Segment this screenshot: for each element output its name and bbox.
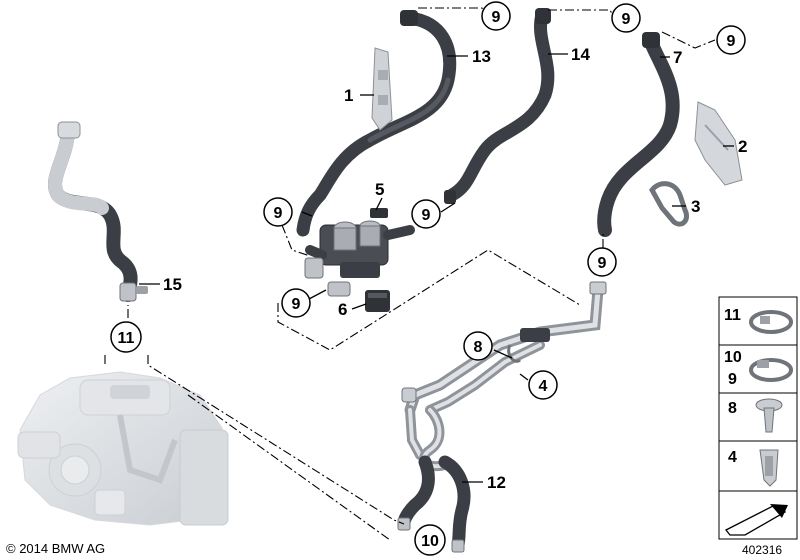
svg-text:9: 9 bbox=[492, 9, 501, 26]
hose-clamp-icon bbox=[749, 310, 793, 334]
svg-text:9: 9 bbox=[598, 255, 607, 272]
label-part-6: 6 bbox=[338, 300, 347, 319]
legend-row-nut-4: 4 bbox=[728, 449, 779, 487]
svg-text:8: 8 bbox=[474, 339, 483, 356]
legend-row-hose-clamp-11: 11 bbox=[724, 307, 793, 334]
hose-part-12 bbox=[397, 455, 471, 553]
callout-11-engine: 11 bbox=[110, 321, 142, 353]
engine-illustration bbox=[17, 371, 229, 526]
reference-lines bbox=[104, 7, 716, 541]
leader-lines bbox=[139, 53, 734, 483]
svg-text:9: 9 bbox=[727, 33, 736, 50]
callout-9-left-valve: 9 bbox=[263, 197, 293, 227]
label-part-3: 3 bbox=[691, 197, 700, 216]
hose-part-14 bbox=[444, 8, 555, 204]
label-part-7: 7 bbox=[673, 48, 682, 67]
svg-text:9: 9 bbox=[728, 371, 737, 388]
label-part-5: 5 bbox=[375, 180, 384, 199]
label-part-12: 12 bbox=[487, 473, 506, 492]
hose-part-13 bbox=[296, 10, 457, 237]
svg-text:10: 10 bbox=[724, 349, 742, 366]
callout-4-pipe: 4 bbox=[528, 370, 558, 400]
bracket-part-2 bbox=[694, 101, 743, 186]
label-part-2: 2 bbox=[738, 137, 747, 156]
svg-text:4: 4 bbox=[539, 378, 548, 395]
callout-9-top-right: 9 bbox=[716, 25, 746, 55]
connector-part-6 bbox=[365, 290, 390, 312]
legend-row-expanding-rivet-8: 8 bbox=[728, 398, 783, 433]
callout-9-top-middle: 9 bbox=[611, 3, 641, 33]
spring-clamp-icon bbox=[749, 358, 793, 382]
arrow-symbol-icon bbox=[724, 504, 787, 536]
callout-10-hose: 10 bbox=[414, 524, 446, 556]
svg-text:9: 9 bbox=[622, 11, 631, 28]
svg-text:9: 9 bbox=[422, 207, 431, 224]
label-part-15: 15 bbox=[163, 275, 182, 294]
label-part-14: 14 bbox=[571, 45, 590, 64]
callout-9-top-left: 9 bbox=[481, 1, 511, 31]
label-part-1: 1 bbox=[344, 86, 353, 105]
svg-text:9: 9 bbox=[292, 296, 301, 313]
bracket-part-1 bbox=[371, 47, 393, 131]
svg-text:10: 10 bbox=[421, 533, 439, 550]
svg-text:11: 11 bbox=[724, 307, 741, 324]
legend-panel: 11 10 9 8 4 bbox=[718, 296, 798, 540]
svg-text:8: 8 bbox=[728, 400, 737, 417]
callout-9-right-valve: 9 bbox=[411, 199, 441, 229]
callout-8-pipe: 8 bbox=[463, 331, 493, 361]
svg-text:9: 9 bbox=[274, 205, 283, 222]
svg-text:4: 4 bbox=[728, 449, 737, 466]
valve-part-5 bbox=[304, 208, 415, 297]
hose-part-15 bbox=[48, 121, 148, 302]
callout-9-pipe: 9 bbox=[587, 247, 617, 277]
pipe-assembly bbox=[401, 281, 607, 472]
svg-text:11: 11 bbox=[118, 330, 135, 347]
copyright-text: © 2014 BMW AG bbox=[6, 541, 105, 556]
clip-part-3 bbox=[648, 181, 690, 227]
callout-9-lower-valve: 9 bbox=[281, 288, 311, 318]
legend-row-hose-clamp-10-9: 10 9 bbox=[724, 349, 793, 388]
circled-callouts: 9 9 9 9 9 9 9 11 bbox=[110, 1, 746, 556]
part-labels: 13 14 7 1 2 3 5 6 15 12 bbox=[163, 45, 747, 492]
legend-row-arrow-symbol bbox=[724, 504, 788, 536]
label-part-13: 13 bbox=[472, 47, 491, 66]
document-number: 402316 bbox=[742, 543, 782, 557]
hose-part-7 bbox=[597, 32, 680, 237]
